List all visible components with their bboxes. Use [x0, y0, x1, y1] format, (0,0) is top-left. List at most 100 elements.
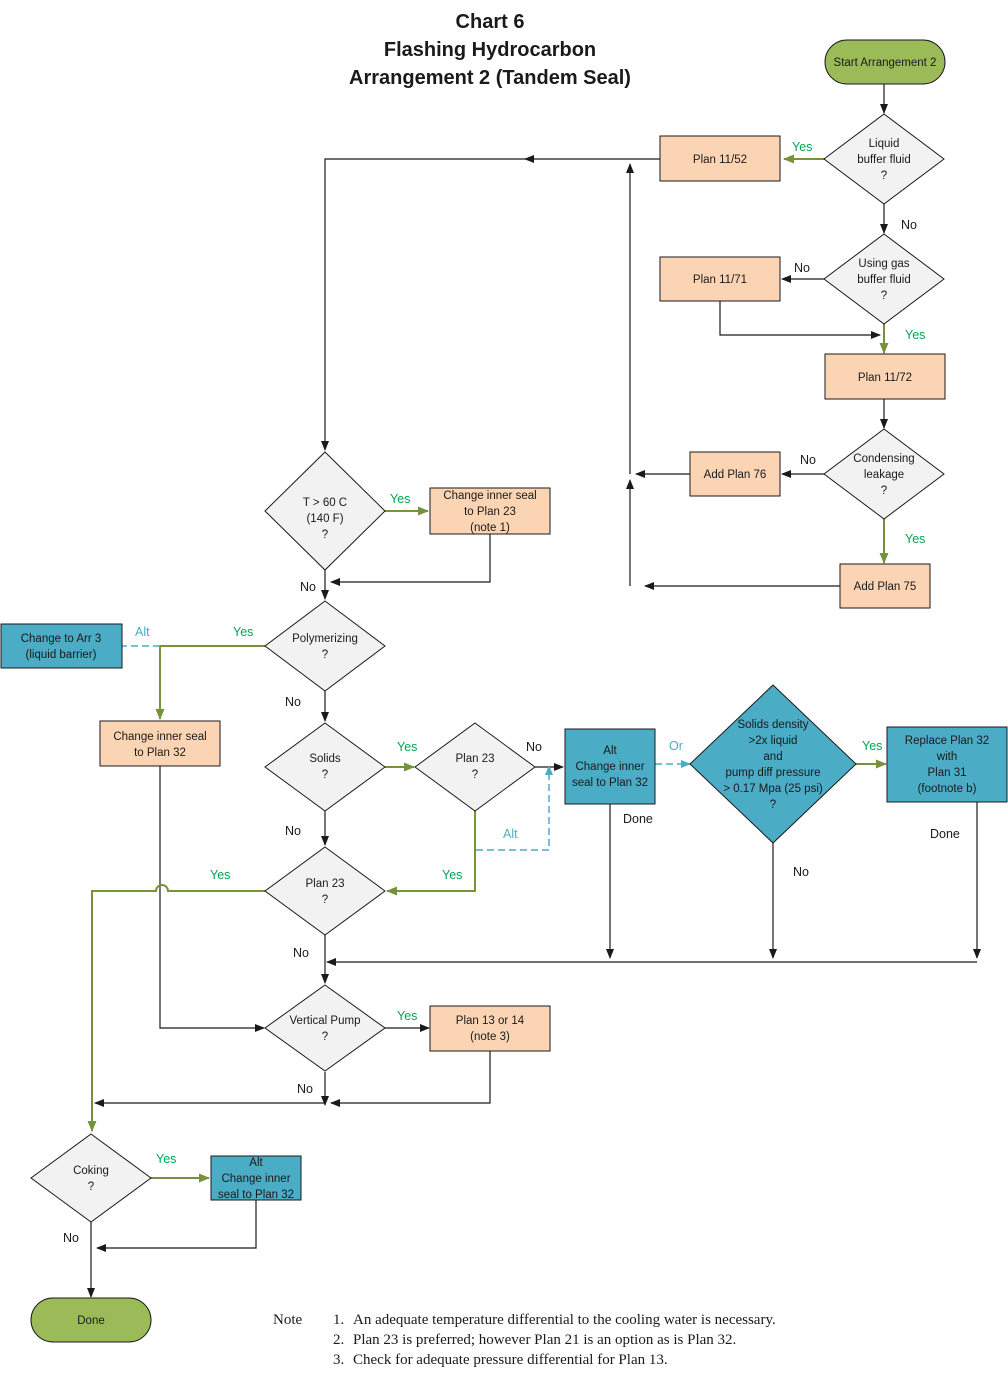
- edge-plan23right-yes: [386, 810, 476, 896]
- decision-vertical-pump[interactable]: Vertical Pump ?: [264, 984, 386, 1072]
- liquid-line-2: buffer fluid: [857, 154, 911, 166]
- liquid-line-1: Liquid: [869, 138, 900, 150]
- plan23-line-1: Plan 23: [305, 878, 344, 890]
- label-no-condensing: No: [800, 453, 816, 467]
- label-or: Or: [669, 739, 683, 753]
- note-item-2: Plan 23 is preferred; however Plan 21 is…: [353, 1332, 736, 1348]
- box-alt-change-plan-32-bottom[interactable]: Alt Change inner seal to Plan 32: [210, 1155, 302, 1201]
- density-line-4: pump diff pressure: [725, 767, 820, 779]
- altchange-line-2: Change inner: [575, 761, 644, 773]
- gas-line-1: Using gas: [858, 258, 909, 270]
- label-yes-liquid: Yes: [792, 140, 812, 154]
- label-no-plan23: No: [293, 946, 309, 960]
- change-23-line-3: (note 1): [470, 522, 510, 534]
- arr3-line-2: (liquid barrier): [26, 649, 97, 661]
- plan-11-52-label: Plan 11/52: [693, 154, 747, 166]
- label-no-polymerizing: No: [285, 695, 301, 709]
- box-change-plan-32[interactable]: Change inner seal to Plan 32: [99, 720, 221, 767]
- edge-top-temp: [321, 158, 530, 451]
- plan23r-line-2: ?: [472, 769, 478, 781]
- condensing-line-2: leakage: [864, 469, 904, 481]
- density-line-1: Solids density: [738, 719, 809, 731]
- label-yes-polymerizing: Yes: [233, 625, 253, 639]
- note-number-1: 1.: [333, 1312, 344, 1328]
- label-alt-plan23right: Alt: [503, 827, 518, 841]
- edge-labels: Yes Yes Yes Yes Yes Yes Yes Yes Yes Yes …: [63, 140, 960, 1245]
- box-add-plan-75[interactable]: Add Plan 75: [839, 563, 931, 609]
- notes-section: Note 1. An adequate temperature differen…: [273, 1312, 776, 1368]
- density-line-2: >2x liquid: [749, 735, 798, 747]
- start-terminal[interactable]: Start Arrangement 2: [824, 39, 946, 85]
- label-no-density: No: [793, 865, 809, 879]
- decision-solids-density[interactable]: Solids density >2x liquid and pump diff …: [689, 684, 857, 844]
- edge-plan23right-alt-dashed: [476, 765, 553, 851]
- plan-11-72-label: Plan 11/72: [858, 372, 912, 384]
- solids-line-2: ?: [322, 769, 328, 781]
- coking-line-1: Coking: [73, 1165, 109, 1177]
- box-replace-plan-32[interactable]: Replace Plan 32 with Plan 31 (footnote b…: [886, 726, 1008, 803]
- altbottom-line-2: Change inner: [221, 1173, 290, 1185]
- edge-altbottom-return: [96, 1200, 257, 1252]
- polymerizing-line-1: Polymerizing: [292, 633, 358, 645]
- decision-temperature[interactable]: T > 60 C (140 F) ?: [264, 451, 386, 571]
- box-plan-11-71[interactable]: Plan 11/71: [659, 256, 781, 302]
- decision-plan-23-right[interactable]: Plan 23 ?: [414, 722, 536, 812]
- connectors: [87, 84, 981, 1298]
- chart-title: Chart 6 Flashing Hydrocarbon Arrangement…: [349, 11, 631, 89]
- title-line-1: Chart 6: [456, 11, 525, 33]
- label-yes-vertical: Yes: [397, 1009, 417, 1023]
- box-change-plan-23[interactable]: Change inner seal to Plan 23 (note 1): [429, 487, 551, 535]
- label-no-liquid: No: [901, 218, 917, 232]
- label-no-temp: No: [300, 580, 316, 594]
- box-plan-13-14[interactable]: Plan 13 or 14 (note 3): [429, 1005, 551, 1052]
- label-yes-coking: Yes: [156, 1152, 176, 1166]
- edge-polymerizing-yes: [155, 645, 265, 720]
- temp-line-1: T > 60 C: [303, 497, 347, 509]
- edge-change23-return: [330, 534, 491, 586]
- density-line-6: ?: [770, 799, 776, 811]
- edge-plan1171-join: [719, 301, 881, 339]
- box-add-plan-76[interactable]: Add Plan 76: [689, 451, 781, 497]
- box-change-arr-3[interactable]: Change to Arr 3 (liquid barrier): [0, 623, 123, 669]
- label-yes-density: Yes: [862, 739, 882, 753]
- add-plan-76-label: Add Plan 76: [704, 469, 767, 481]
- decision-condensing-leakage[interactable]: Condensing leakage ?: [823, 428, 945, 520]
- replace-line-3: Plan 31: [927, 767, 966, 779]
- replace-line-2: with: [936, 751, 957, 763]
- label-yes-plan23: Yes: [210, 868, 230, 882]
- start-label: Start Arrangement 2: [834, 57, 937, 69]
- add-plan-75-label: Add Plan 75: [854, 581, 917, 593]
- done-terminal[interactable]: Done: [30, 1297, 152, 1343]
- edge-plan1314-return: [330, 1051, 491, 1107]
- label-yes-condensing: Yes: [905, 532, 925, 546]
- polymerizing-line-2: ?: [322, 649, 328, 661]
- plan23r-line-1: Plan 23: [455, 753, 494, 765]
- replace-line-4: (footnote b): [918, 783, 977, 795]
- decision-solids[interactable]: Solids ?: [264, 722, 386, 812]
- box-plan-11-52[interactable]: Plan 11/52: [659, 135, 781, 182]
- label-yes-plan23right: Yes: [442, 868, 462, 882]
- altchange-line-1: Alt: [603, 745, 617, 757]
- note-item-1: An adequate temperature differential to …: [353, 1312, 776, 1328]
- box-alt-change-plan-32[interactable]: Alt Change inner seal to Plan 32: [564, 728, 656, 805]
- alt-connectors: [122, 645, 691, 851]
- edge-change32-vertical: [159, 766, 265, 1032]
- decision-liquid-buffer[interactable]: Liquid buffer fluid ?: [823, 113, 945, 205]
- coking-line-2: ?: [88, 1181, 94, 1193]
- box-plan-11-72[interactable]: Plan 11/72: [824, 353, 946, 400]
- density-line-3: and: [763, 751, 782, 763]
- condensing-line-1: Condensing: [853, 453, 914, 465]
- decision-polymerizing[interactable]: Polymerizing ?: [264, 600, 386, 692]
- decision-gas-buffer[interactable]: Using gas buffer fluid ?: [823, 233, 945, 325]
- vertical-line-1: Vertical Pump: [290, 1015, 361, 1027]
- gas-line-2: buffer fluid: [857, 274, 911, 286]
- plan1314-line-1: Plan 13 or 14: [456, 1015, 525, 1027]
- change-23-line-2: to Plan 23: [464, 506, 516, 518]
- plan1314-line-2: (note 3): [470, 1031, 510, 1043]
- decision-coking[interactable]: Coking ?: [30, 1133, 152, 1223]
- note-number-3: 3.: [333, 1352, 344, 1368]
- label-alt-polymerizing: Alt: [135, 625, 150, 639]
- label-yes-temp: Yes: [390, 492, 410, 506]
- decision-plan-23[interactable]: Plan 23 ?: [264, 846, 386, 936]
